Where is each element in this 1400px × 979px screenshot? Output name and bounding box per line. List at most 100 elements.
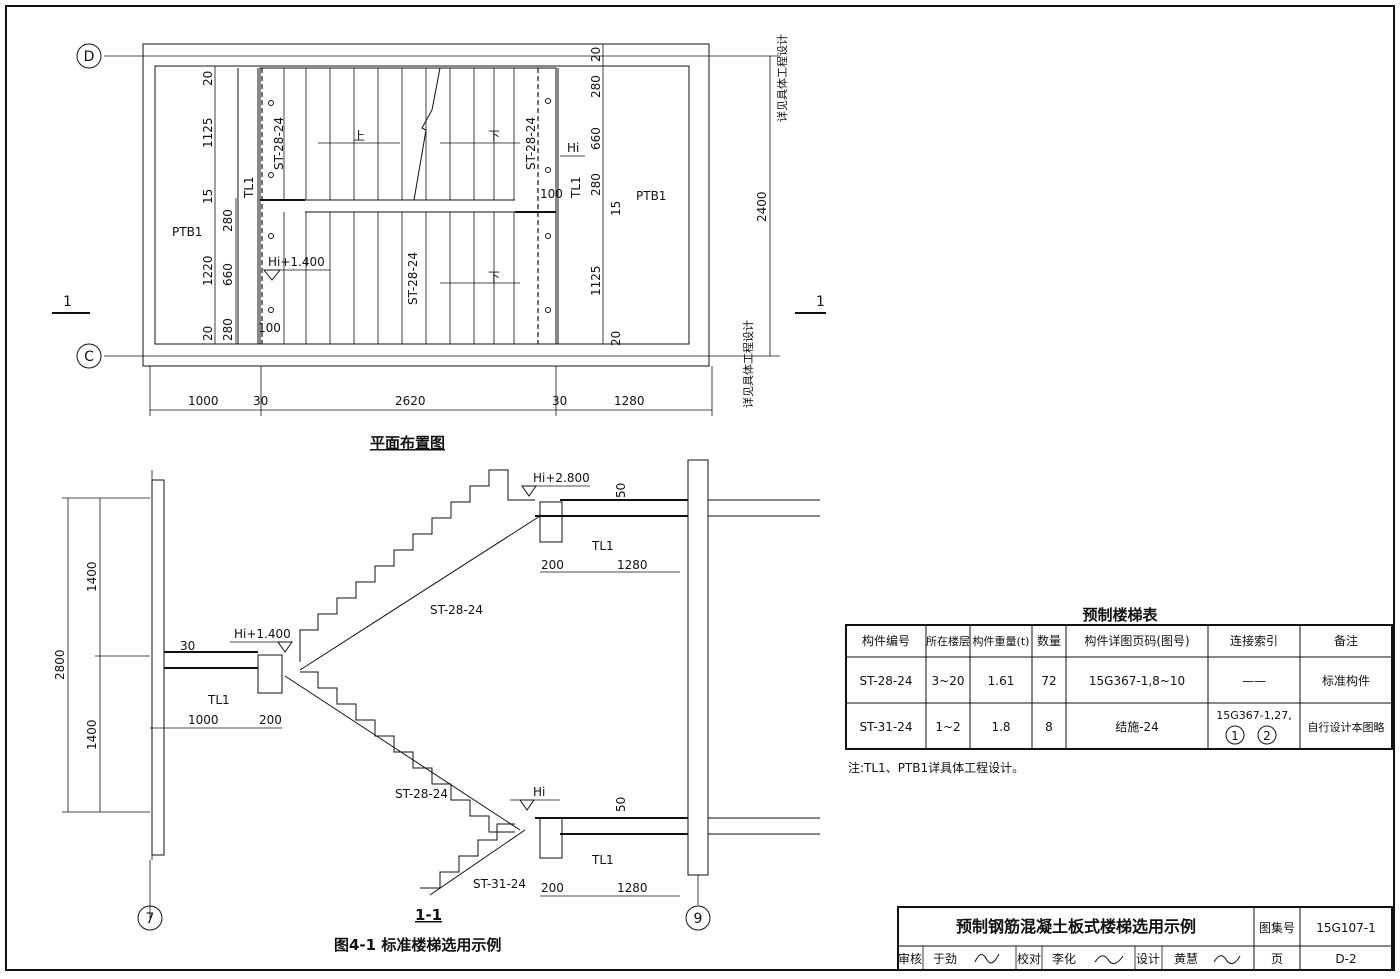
table-cell: 15G367-1,27, xyxy=(1216,709,1291,722)
table-header-cell: 所在楼层 xyxy=(926,634,970,648)
axis-bubble-9 xyxy=(685,905,711,931)
sheet-border xyxy=(5,5,1395,971)
upper-flight-steps xyxy=(299,469,535,662)
axis-label-7: 7 xyxy=(146,911,155,927)
section-st-top: ST-28-24 xyxy=(430,603,483,617)
section-st-bot: ST-31-24 xyxy=(473,877,526,891)
titleblock-cell: 审核 xyxy=(898,951,922,966)
stair-table: 预制楼梯表 构件编号 所在楼层 构件重量(t) 数量 构件详图页码(图号) 连接… xyxy=(845,606,1393,775)
label-tl1-left: TL1 xyxy=(242,176,256,199)
dim-right-15: 15 xyxy=(609,201,623,216)
section-dim-1280-top: 1280 xyxy=(617,558,648,572)
dim-left-660: 660 xyxy=(221,263,235,286)
section-title: 1-1 xyxy=(415,906,442,924)
table-cell: 15G367-1,8~10 xyxy=(1089,674,1185,688)
titleblock-atlas-label: 图集号 xyxy=(1259,920,1295,935)
dim-left-1125: 1125 xyxy=(201,117,215,148)
section-tl1-bot: TL1 xyxy=(591,853,614,867)
label-dim-100-a: 100 xyxy=(540,187,563,201)
dim-section-1400-top: 1400 xyxy=(85,561,99,592)
titleblock-cell: 页 xyxy=(1271,952,1283,966)
note-detail-top: 详见具体工程设计 xyxy=(775,34,789,122)
dim-right-1125: 1125 xyxy=(589,265,603,296)
label-elev-mid: Hi+1.400 xyxy=(268,255,325,269)
section-dim-200-bot: 200 xyxy=(541,881,564,895)
dim-left-280: 280 xyxy=(221,209,235,232)
signature-mark xyxy=(1094,955,1124,965)
dim-left-15: 15 xyxy=(201,189,215,204)
dim-bottom-1000: 1000 xyxy=(188,394,219,408)
dim-left-20: 20 xyxy=(201,71,215,86)
label-ptb1-left: PTB1 xyxy=(172,225,202,239)
titleblock-main: 预制钢筋混凝土板式楼梯选用示例 xyxy=(956,917,1196,936)
table-header-cell: 备注 xyxy=(1334,633,1358,648)
axis-bubble-d xyxy=(76,43,102,69)
table-cell: 72 xyxy=(1041,674,1056,688)
label-st-upper-right: ST-28-24 xyxy=(524,117,538,170)
titleblock-cell: 校对 xyxy=(1017,951,1041,966)
axis-bubble-7 xyxy=(137,905,163,931)
section-mark-right: 1 xyxy=(816,294,825,310)
label-up: 上 xyxy=(353,129,365,143)
table-cell: 3~20 xyxy=(932,674,965,688)
dim-right-20b: 20 xyxy=(609,331,623,346)
break-line xyxy=(413,67,441,201)
section-mark-left: 1 xyxy=(63,294,72,310)
dim-right-280: 280 xyxy=(589,75,603,98)
table-header-cell: 构件详图页码(图号) xyxy=(1084,633,1189,648)
plan-bottom-dims: 1000 30 2620 30 1280 xyxy=(188,394,645,408)
titleblock-cell: 设计 xyxy=(1136,952,1160,966)
table-note: 注:TL1、PTB1详具体工程设计。 xyxy=(848,760,1024,775)
label-tl1-right: TL1 xyxy=(569,176,583,199)
dim-bottom-30: 30 xyxy=(253,394,268,408)
axis-bubble-c xyxy=(76,343,102,369)
dim-right-280b: 280 xyxy=(589,173,603,196)
table-cell: 1~2 xyxy=(935,720,960,734)
table-cell: 结施-24 xyxy=(1115,720,1159,734)
treads-lower xyxy=(283,212,515,344)
section-dim-50-top: 50 xyxy=(614,483,628,498)
section-dim-200-top: 200 xyxy=(541,558,564,572)
dim-right-total: 2400 xyxy=(755,191,769,222)
signature-mark xyxy=(974,953,1000,964)
title-block: 预制钢筋混凝土板式楼梯选用示例 图集号 15G107-1 审核 于劲 校对 李化… xyxy=(897,906,1393,971)
label-ptb1-right: PTB1 xyxy=(636,189,666,203)
label-down: 下 xyxy=(488,129,500,143)
table-header-cell: 构件重量(t) xyxy=(973,634,1030,648)
circle-mark-label: 2 xyxy=(1263,729,1271,743)
table-header-cell: 数量 xyxy=(1037,633,1061,648)
dim-section-1400-bot: 1400 xyxy=(85,719,99,750)
section-dim-1280-bot: 1280 xyxy=(617,881,648,895)
table-cell: 自行设计本图略 xyxy=(1308,720,1385,734)
note-detail-bottom: 详见具体工程设计 xyxy=(741,320,755,408)
axis-label-c: C xyxy=(84,349,94,365)
section-tl1-mid: TL1 xyxy=(207,693,230,707)
axis-label-9: 9 xyxy=(694,911,703,927)
treads-upper xyxy=(283,68,515,200)
dim-right-660: 660 xyxy=(589,127,603,150)
lower-flight-steps xyxy=(300,671,515,833)
table-cell: —— xyxy=(1242,674,1266,688)
label-dim-100-b: 100 xyxy=(258,321,281,335)
plan-view: D C 1 1 PTB1 PTB1 TL1 TL1 ST-28-24 ST-28… xyxy=(52,34,826,452)
table-title: 预制楼梯表 xyxy=(1082,606,1158,624)
dim-left-1220: 1220 xyxy=(201,255,215,286)
section-tl1-top: TL1 xyxy=(591,539,614,553)
bolt-holes xyxy=(268,98,551,313)
dim-right-20: 20 xyxy=(589,47,603,62)
figure-caption: 图4-1 标准楼梯选用示例 xyxy=(334,936,501,954)
table-row: ST-31-24 1~2 1.8 8 结施-24 15G367-1,27, 1 … xyxy=(859,709,1385,745)
circle-mark xyxy=(1225,725,1245,745)
dim-bottom-30b: 30 xyxy=(552,394,567,408)
circle-mark-label: 1 xyxy=(1231,729,1239,743)
circle-mark xyxy=(1257,725,1277,745)
table-header-cell: 连接索引 xyxy=(1230,633,1278,648)
titleblock-cell: 黄慧 xyxy=(1174,951,1198,966)
section-left-dims: 2800 1400 1400 xyxy=(53,561,99,750)
titleblock-cell: 李化 xyxy=(1052,951,1076,966)
bottom-flight-steps xyxy=(420,823,515,889)
table-row: ST-28-24 3~20 1.61 72 15G367-1,8~10 —— 标… xyxy=(859,673,1370,688)
dim-left-20b: 20 xyxy=(201,326,215,341)
plan-right-dims: 20 280 660 280 15 1125 20 xyxy=(589,47,623,346)
